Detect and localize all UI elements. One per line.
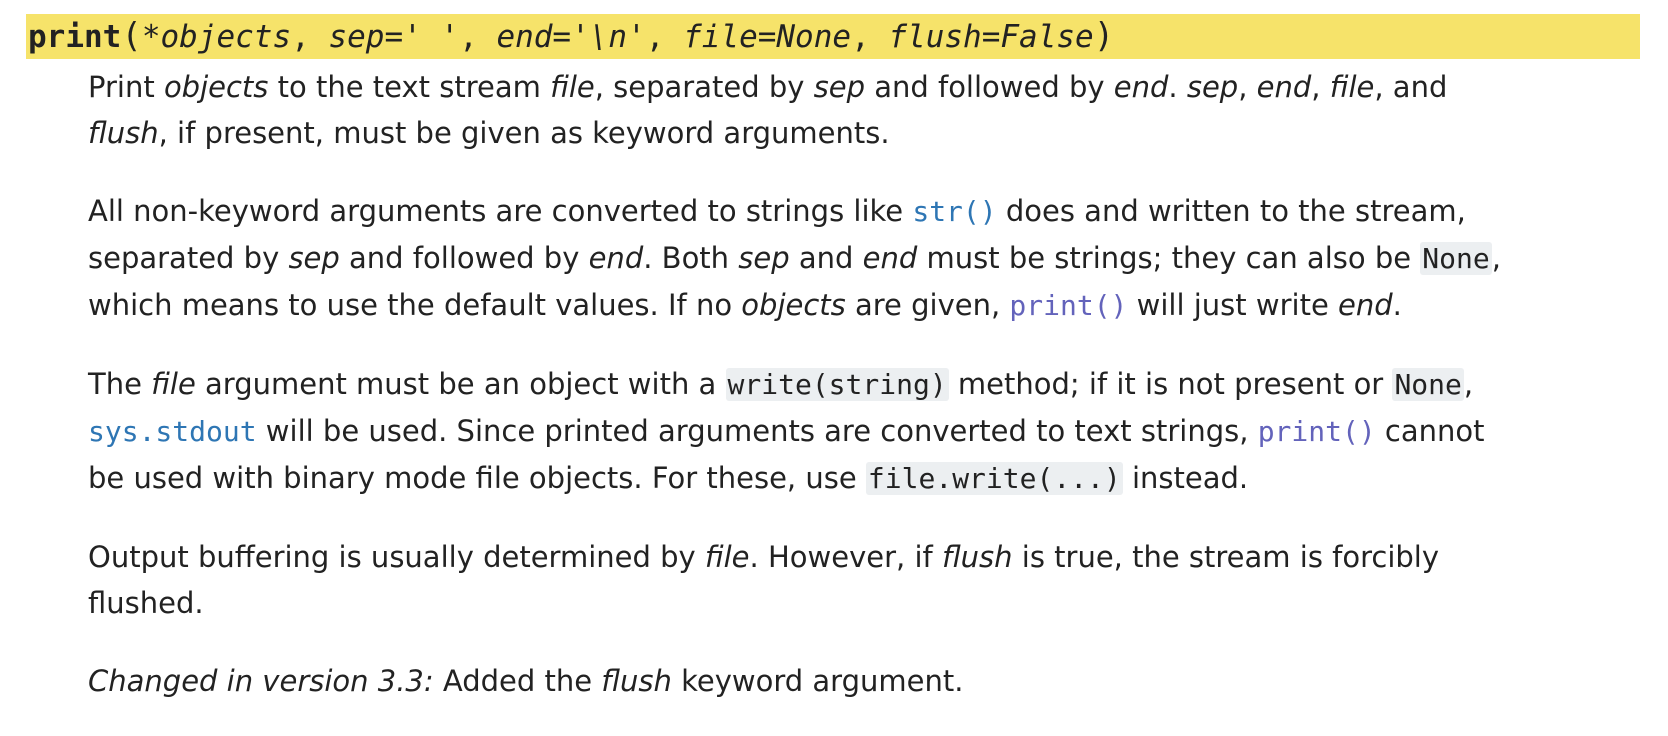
param-file: file=None — [683, 19, 852, 55]
text: keyword argument. — [671, 664, 964, 698]
code-literal-none: None — [1420, 242, 1492, 275]
text: and followed by — [864, 70, 1114, 104]
text-italic: end — [588, 241, 644, 275]
text-italic: file — [1329, 70, 1375, 104]
param-separator: , — [291, 19, 329, 55]
function-signature: print(*objects, sep=' ', end='\n', file=… — [26, 14, 1640, 59]
paragraph-file-argument: The file argument must be an object with… — [88, 361, 1648, 502]
text: . — [1168, 70, 1187, 104]
text-italic: file — [151, 367, 196, 401]
text-italic: objects — [741, 288, 846, 322]
text: argument must be an object with a — [195, 367, 726, 401]
link-sys-stdout[interactable]: sys.stdout — [88, 415, 257, 448]
text: to the text stream — [268, 70, 551, 104]
text: is true, the stream is forcibly — [1012, 540, 1440, 574]
text: separated by — [88, 241, 289, 275]
text: does and written to the stream, — [996, 194, 1466, 228]
paragraph-summary: Print objects to the text stream file, s… — [88, 64, 1648, 156]
text: instead. — [1122, 461, 1249, 495]
text: . However, if — [749, 540, 942, 574]
param-sep: sep=' ' — [328, 19, 460, 55]
text: be used with binary mode file objects. F… — [88, 461, 866, 495]
param-separator: , — [645, 19, 684, 55]
function-description: Print objects to the text stream file, s… — [88, 64, 1648, 736]
param-separator: , — [851, 19, 889, 55]
text: cannot — [1375, 414, 1485, 448]
link-print[interactable]: print() — [1257, 415, 1376, 448]
open-paren: ( — [121, 16, 142, 56]
text: . Both — [643, 241, 739, 275]
paragraph-conversion: All non-keyword arguments are converted … — [88, 188, 1648, 329]
text: must be strings; they can also be — [917, 241, 1421, 275]
code-literal-none: None — [1392, 368, 1464, 401]
param-end: end='\n' — [496, 19, 646, 55]
param-flush: flush=False — [888, 19, 1094, 55]
close-paren: ) — [1093, 16, 1115, 56]
text-italic: sep — [1186, 70, 1239, 104]
text: which means to use the default values. I… — [88, 288, 742, 322]
text: All non-keyword arguments are converted … — [88, 194, 913, 228]
text-italic: sep — [813, 70, 865, 104]
text: , — [1491, 241, 1501, 275]
text-italic: flush — [941, 540, 1013, 574]
text: method; if it is not present or — [948, 367, 1393, 401]
text: , separated by — [594, 70, 814, 104]
text-italic: flush — [601, 664, 672, 698]
text: , and — [1374, 70, 1448, 104]
text-italic: end — [1338, 288, 1393, 322]
paragraph-buffering: Output buffering is usually determined b… — [88, 534, 1648, 626]
link-str[interactable]: str() — [912, 195, 997, 228]
function-name: print — [28, 19, 122, 55]
text: The — [88, 367, 152, 401]
text-italic: end — [1113, 70, 1169, 104]
text: Added the — [433, 664, 602, 698]
text: Output buffering is usually determined b… — [88, 540, 705, 574]
text-italic: sep — [738, 241, 790, 275]
text: will just write — [1127, 288, 1339, 322]
text-italic: end — [1256, 70, 1312, 104]
text: flushed. — [88, 586, 204, 620]
text: and — [789, 241, 863, 275]
text: , — [1311, 70, 1330, 104]
text: , — [1463, 367, 1474, 401]
text-italic: objects — [163, 70, 269, 104]
text-italic: flush — [88, 116, 159, 150]
version-modified-label: Changed in version 3.3: — [88, 664, 434, 698]
text: . — [1392, 288, 1402, 322]
code-literal-file-write: file.write(...) — [865, 462, 1123, 495]
text-italic: file — [704, 540, 750, 574]
text: will be used. Since printed arguments ar… — [256, 414, 1258, 448]
text: and followed by — [339, 241, 589, 275]
text-italic: file — [550, 70, 595, 104]
text: , — [1238, 70, 1257, 104]
text: , if present, must be given as keyword a… — [158, 116, 890, 150]
param-objects: *objects — [141, 19, 292, 55]
text: Print — [88, 70, 164, 104]
link-print[interactable]: print() — [1009, 289, 1128, 322]
text-italic: end — [862, 241, 918, 275]
code-literal-write: write(string) — [725, 368, 949, 401]
text: are given, — [845, 288, 1010, 322]
text-italic: sep — [288, 241, 340, 275]
version-changed-note: Changed in version 3.3: Added the flush … — [88, 658, 1648, 704]
param-separator: , — [459, 19, 497, 55]
